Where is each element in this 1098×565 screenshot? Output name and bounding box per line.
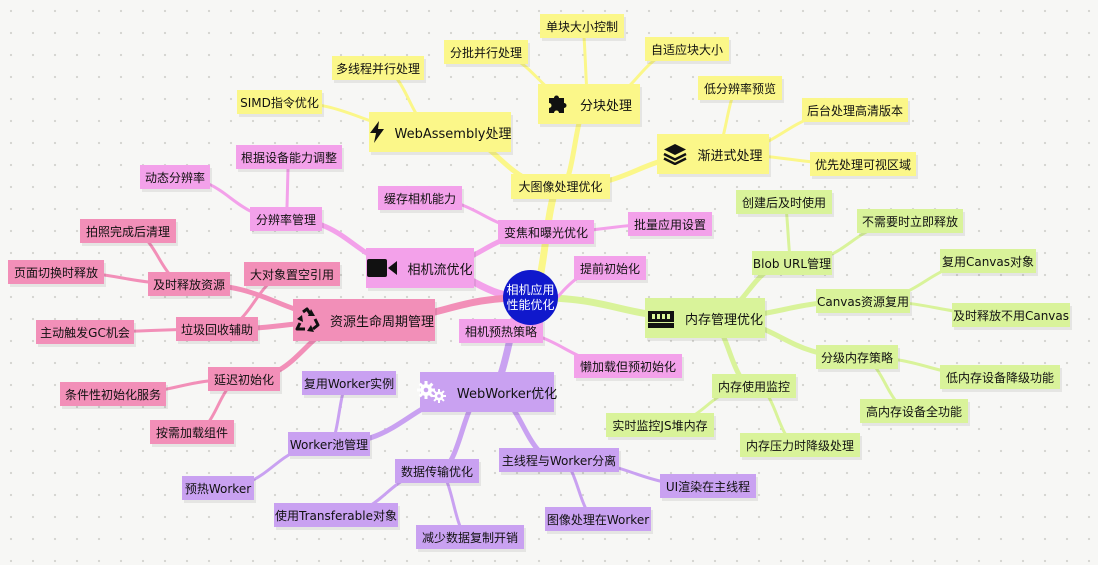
data-transfer-node[interactable]: 数据传输优化 <box>395 459 479 483</box>
tiered-memory-node[interactable]: 分级内存策略 <box>816 345 898 369</box>
use-after-create-node[interactable]: 创建后及时使用 <box>736 190 832 214</box>
memory-monitor-node[interactable]: 内存使用监控 <box>712 374 796 398</box>
gears-icon <box>416 381 447 403</box>
main-thread-worker-split-node[interactable]: 主线程与Worker分离 <box>499 448 619 472</box>
lazy-init-node[interactable]: 延迟初始化 <box>208 367 280 391</box>
lazy-preinit-node[interactable]: 懒加载但预初始化 <box>574 354 682 378</box>
trigger-gc-node[interactable]: 主动触发GC机会 <box>36 320 134 344</box>
root-topic[interactable]: 相机应用 性能优化 <box>503 270 558 325</box>
resource-lifecycle-node[interactable]: 资源生命周期管理 <box>293 299 435 341</box>
camera-stream-node[interactable]: 相机流优化 <box>366 248 474 288</box>
large-image-optimization-node[interactable]: 大图像处理优化 <box>511 174 610 199</box>
chunk-size-node[interactable]: 单块大小控制 <box>540 14 624 38</box>
puzzle-icon <box>546 92 570 116</box>
transferable-object-node[interactable]: 使用Transferable对象 <box>274 503 398 527</box>
visible-area-first-node[interactable]: 优先处理可视区域 <box>810 152 916 176</box>
chunk-processing-node[interactable]: 分块处理 <box>538 84 640 124</box>
image-process-worker-node[interactable]: 图像处理在Worker <box>545 507 651 531</box>
release-immediately-node[interactable]: 不需要时立即释放 <box>857 209 963 233</box>
device-capability-node[interactable]: 根据设备能力调整 <box>236 145 342 169</box>
worker-pool-node[interactable]: Worker池管理 <box>288 432 370 456</box>
memory-chip-icon <box>647 307 675 329</box>
reduce-copy-node[interactable]: 减少数据复制开销 <box>416 525 524 549</box>
canvas-reuse-node[interactable]: Canvas资源复用 <box>816 289 910 313</box>
batch-parallel-node[interactable]: 分批并行处理 <box>444 40 528 64</box>
prewarm-worker-node[interactable]: 预热Worker <box>182 476 254 500</box>
cleanup-after-capture-node[interactable]: 拍照完成后清理 <box>80 219 176 243</box>
null-large-object-node[interactable]: 大对象置空引用 <box>244 262 340 286</box>
lightning-icon <box>369 121 385 143</box>
multithread-node[interactable]: 多线程并行处理 <box>332 56 424 80</box>
progressive-processing-node[interactable]: 渐进式处理 <box>657 134 769 174</box>
memory-pressure-degrade-node[interactable]: 内存压力时降级处理 <box>740 433 860 457</box>
webassembly-node[interactable]: WebAssembly处理 <box>369 112 512 152</box>
recycle-icon <box>294 307 320 333</box>
layers-icon <box>663 143 688 165</box>
reuse-canvas-object-node[interactable]: 复用Canvas对象 <box>940 249 1036 273</box>
zoom-exposure-node[interactable]: 变焦和曝光优化 <box>498 220 594 244</box>
dynamic-resolution-node[interactable]: 动态分辨率 <box>140 165 210 189</box>
low-memory-degrade-node[interactable]: 低内存设备降级功能 <box>940 365 1060 389</box>
batch-apply-settings-node[interactable]: 批量应用设置 <box>628 212 712 236</box>
high-memory-full-node[interactable]: 高内存设备全功能 <box>860 399 968 423</box>
release-unused-canvas-node[interactable]: 及时释放不用Canvas <box>952 303 1070 327</box>
memory-management-node[interactable]: 内存管理优化 <box>645 298 765 338</box>
video-camera-icon <box>367 258 398 278</box>
simd-node[interactable]: SIMD指令优化 <box>237 90 322 114</box>
conditional-init-node[interactable]: 条件性初始化服务 <box>60 382 166 406</box>
gc-assist-node[interactable]: 垃圾回收辅助 <box>176 317 258 341</box>
js-heap-monitor-node[interactable]: 实时监控JS堆内存 <box>606 413 714 437</box>
background-hd-node[interactable]: 后台处理高清版本 <box>802 98 908 122</box>
timely-release-node[interactable]: 及时释放资源 <box>148 272 230 296</box>
ui-render-main-node[interactable]: UI渲染在主线程 <box>660 474 756 498</box>
cache-camera-capability-node[interactable]: 缓存相机能力 <box>378 186 462 210</box>
adaptive-chunk-node[interactable]: 自适应块大小 <box>645 37 729 61</box>
release-on-page-switch-node[interactable]: 页面切换时释放 <box>8 260 104 284</box>
low-res-preview-node[interactable]: 低分辨率预览 <box>698 76 782 100</box>
early-init-node[interactable]: 提前初始化 <box>574 256 646 280</box>
reuse-worker-node[interactable]: 复用Worker实例 <box>302 371 396 395</box>
blob-url-node[interactable]: Blob URL管理 <box>752 251 832 275</box>
webworker-node[interactable]: WebWorker优化 <box>416 372 557 412</box>
resolution-management-node[interactable]: 分辨率管理 <box>250 207 322 231</box>
on-demand-load-node[interactable]: 按需加载组件 <box>150 420 234 444</box>
